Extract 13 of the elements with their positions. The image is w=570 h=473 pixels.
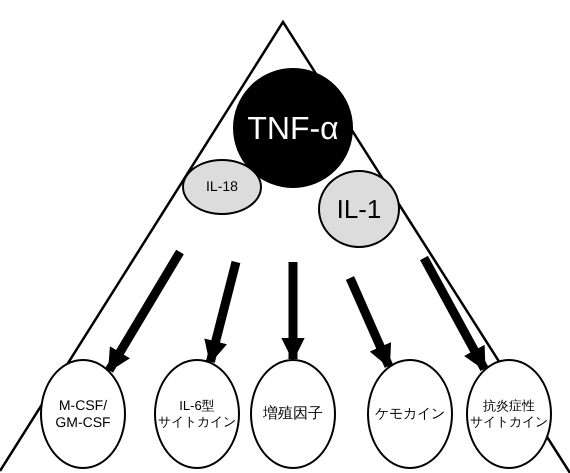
node-label: IL-18 <box>206 178 238 196</box>
arrow <box>420 256 488 372</box>
arrow <box>281 262 305 362</box>
node-label: ケモカイン <box>375 405 445 423</box>
node-label: 抗炎症性サイトカイン <box>470 398 548 430</box>
node-label: M-CSF/ GM-CSF <box>54 396 112 432</box>
node-label: IL-6型サイトカイン <box>158 398 236 430</box>
node-label: IL-1 <box>336 192 382 226</box>
node-label: 増殖因子 <box>263 404 323 424</box>
node-label: TNF-α <box>247 109 339 148</box>
arrow <box>204 260 240 364</box>
arrow <box>105 250 184 373</box>
arrow <box>346 276 393 368</box>
